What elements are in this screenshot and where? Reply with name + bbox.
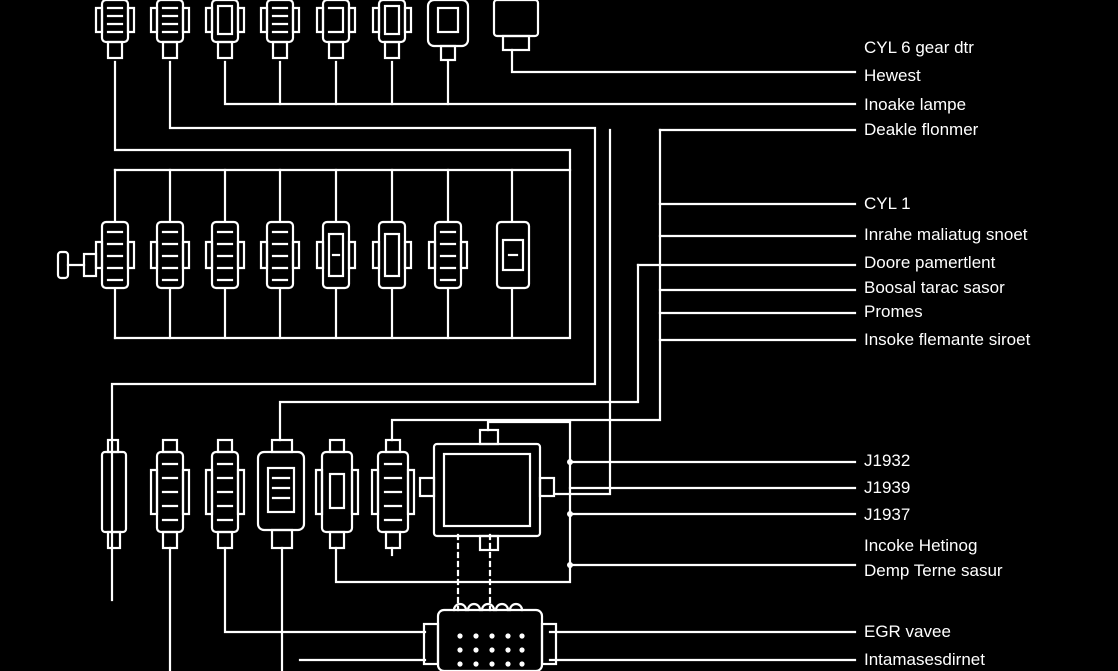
mid-connector-3: [204, 220, 246, 290]
top-connector-7: [426, 0, 470, 62]
top-connector-5: [315, 0, 357, 60]
label-doore: Doore pamertlent: [864, 253, 996, 272]
mid-connector-6: [371, 220, 413, 290]
label-j1939: J1939: [864, 478, 911, 497]
mid-connector-8: [495, 220, 531, 290]
label-boost: Boosal tarac sasor: [864, 278, 1005, 297]
label-j1937: J1937: [864, 505, 911, 524]
top-connector-8: [492, 0, 540, 52]
bottom-module: [422, 602, 558, 671]
top-connector-3: [204, 0, 246, 60]
ecu-module: [418, 428, 556, 552]
label-promes: Promes: [864, 302, 923, 321]
bottom-connector-4: [256, 438, 306, 550]
bottom-connector-3: [204, 438, 246, 550]
mid-connector-5: [315, 220, 357, 290]
top-connector-6: [371, 0, 413, 60]
mid-connector-4: [259, 220, 301, 290]
label-demp: Demp Terne sasur: [864, 561, 1003, 580]
mid-connector-2: [149, 220, 191, 290]
junction-dots: [567, 459, 573, 568]
top-connector-1: [94, 0, 136, 60]
label-cyl6: CYL 6 gear dtr: [864, 38, 974, 57]
label-deakle: Deakle flonmer: [864, 120, 979, 139]
label-intake-temp: Insoke flemante siroet: [864, 330, 1031, 349]
label-cyl1: CYL 1: [864, 194, 911, 213]
bottom-connector-2: [149, 438, 191, 550]
wires: [110, 48, 857, 671]
bottom-connector-1: [100, 438, 128, 550]
bottom-connector-6: [370, 438, 416, 550]
label-intake-lampe: Inoake lampe: [864, 95, 967, 114]
top-connector-4: [259, 0, 301, 60]
mid-connector-7: [427, 220, 469, 290]
mid-connector-1: [56, 220, 136, 290]
label-egr: EGR vavee: [864, 622, 951, 641]
bottom-connector-5: [314, 438, 360, 550]
label-hwest: Hewest: [864, 66, 921, 85]
label-j1932: J1932: [864, 451, 911, 470]
label-intake-manifold: Inrahe maliatug snoet: [864, 225, 1028, 244]
top-connector-2: [149, 0, 191, 60]
label-intake-heating: Incoke Hetinog: [864, 536, 978, 555]
label-intamases: Intamasesdirnet: [864, 650, 985, 669]
